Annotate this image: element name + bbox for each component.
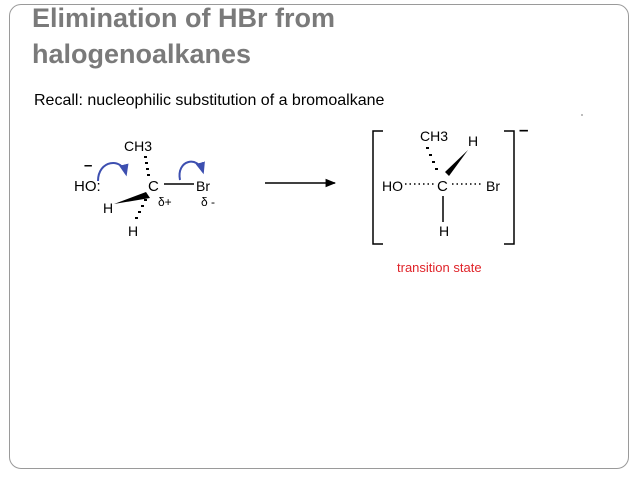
reactant-methyl-label: CH3 [124,138,152,154]
reactant-bottom-h-label: H [128,223,138,239]
delta-minus-label: δ - [201,195,215,209]
transition-state: – CH3 H HO C Br H transition state [372,120,528,275]
reactant-hashed-bond-methyl [144,156,150,176]
hydroxide-charge: – [84,157,92,174]
slide-frame [9,4,629,469]
left-bracket [372,130,383,245]
nucleophile-label: HO: [74,178,101,195]
slide-subtitle: Recall: nucleophilic substitution of a b… [34,92,385,109]
reactant-hashed-bond-h [135,199,147,219]
ts-charge: – [519,120,528,139]
curved-arrow-icon [97,162,129,182]
ts-hashed-bond-methyl [426,147,438,170]
reactant-molecule: – HO: CH3 C H H Br δ+ δ - [74,138,215,239]
reactant-left-h-label: H [103,200,113,216]
title-line-1: Elimination of HBr from [32,3,335,33]
delta-plus-label: δ+ [158,195,172,209]
reactant-carbon-label: C [148,178,159,195]
ts-hydroxyl-label: HO [382,178,403,194]
reactant-wedge-bond [114,192,150,204]
slide-title: Elimination of HBr from halogenoalkanes [32,0,335,72]
ts-bottom-h-label: H [439,223,449,239]
curved-arrow-icon-2 [178,160,205,181]
ts-wedge-bond [445,150,468,176]
ts-carbon-label: C [437,178,448,195]
ts-top-h-label: H [468,133,478,149]
right-bracket [504,130,515,245]
reactant-bromine-label: Br [196,178,210,194]
ts-methyl-label: CH3 [420,128,448,144]
title-line-2: halogenoalkanes [32,39,252,69]
transition-state-label: transition state [397,260,482,275]
stray-dot [581,114,583,116]
ts-bromine-label: Br [486,178,500,194]
